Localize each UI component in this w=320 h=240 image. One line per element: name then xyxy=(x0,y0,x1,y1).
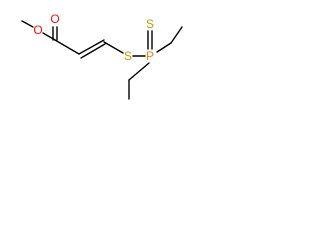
molecule-structure-diagram: O O S P S xyxy=(21,12,183,100)
bond-alkene-double-a xyxy=(78,39,105,55)
thioether-sulfur-label: S xyxy=(124,49,132,63)
bond-phosphorus-to-ethyl-upper xyxy=(156,42,172,53)
bond-carbonyl-carbon-to-alpha-carbon xyxy=(54,39,80,55)
ether-oxygen-label: O xyxy=(33,23,42,37)
bond-methyl-to-ether-oxygen xyxy=(21,20,34,28)
bond-alkene-carbon-to-sulfur xyxy=(103,41,124,54)
thione-sulfur-label: S xyxy=(146,17,154,31)
phosphorus-label: P xyxy=(146,49,154,63)
bond-ethyl-upper-ch2-ch3 xyxy=(170,26,183,44)
bond-phosphorus-to-ethyl-lower xyxy=(128,62,150,81)
bond-alkene-double-b xyxy=(80,43,106,59)
carbonyl-oxygen-label: O xyxy=(50,12,59,26)
